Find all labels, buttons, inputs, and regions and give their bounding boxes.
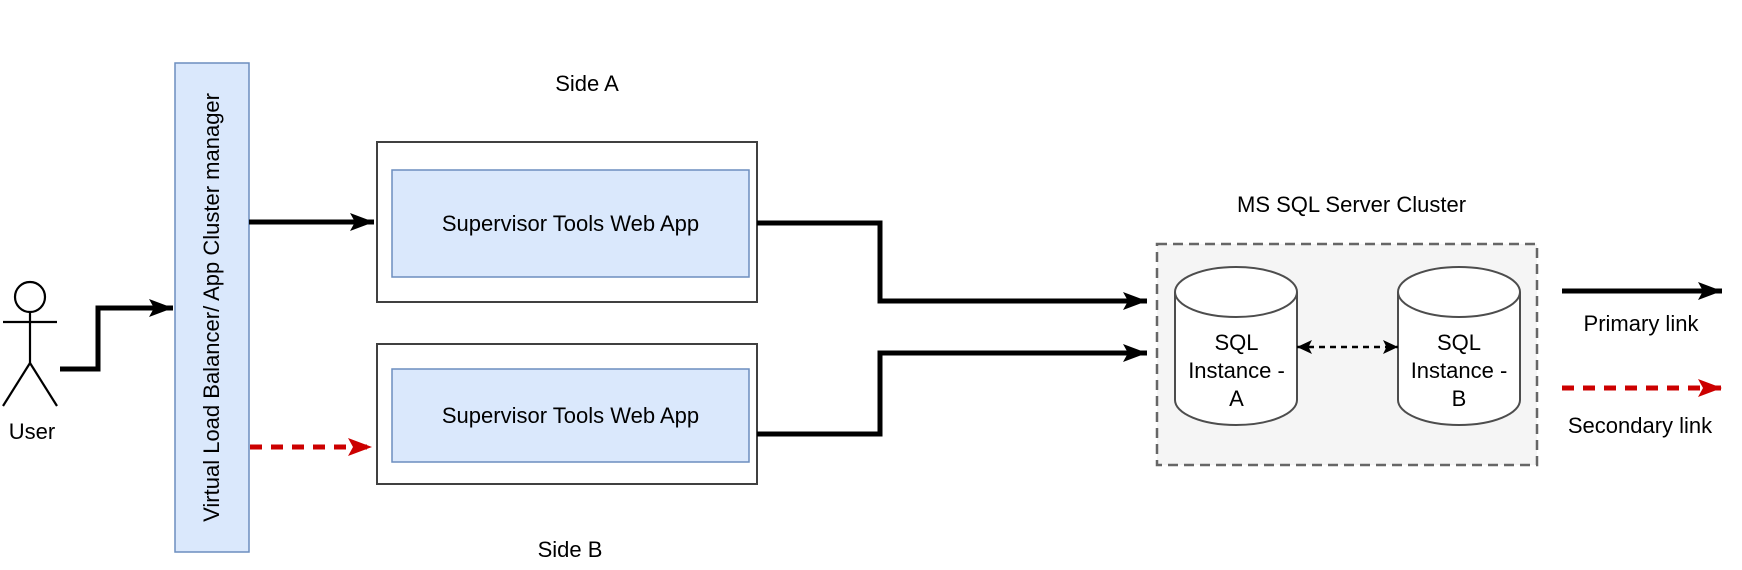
sql-instance-b-cylinder <box>1397 266 1521 426</box>
side-a-webapp-label: Supervisor Tools Web App <box>441 210 700 236</box>
sql-cluster-title: MS SQL Server Cluster <box>1237 192 1467 217</box>
side-b-caption: Side B <box>537 537 603 562</box>
load-balancer-label-container: Virtual Load Balancer/ App Cluster manag… <box>175 63 249 552</box>
sql-instance-a-cylinder <box>1174 266 1298 426</box>
user-to-loadbalancer-arrow <box>60 299 173 372</box>
legend-primary-label: Primary link <box>1583 311 1699 336</box>
side-b-webapp-box <box>391 368 750 463</box>
load-balancer-label: Virtual Load Balancer/ App Cluster manag… <box>199 93 224 522</box>
side-a-to-cluster-arrow <box>757 220 1147 310</box>
load-balancer-box <box>174 62 250 553</box>
sql-instance-b-label: SQL Instance - B <box>1410 330 1508 411</box>
side-a-webapp-box <box>391 169 750 278</box>
side-b-to-cluster-arrow <box>757 344 1147 437</box>
side-b-webapp-label: Supervisor Tools Web App <box>441 402 700 428</box>
sql-instance-a-label: SQL Instance - A <box>1188 330 1285 411</box>
user-label: User <box>8 419 56 444</box>
user-actor-icon <box>2 280 58 407</box>
legend-secondary-label: Secondary link <box>1567 413 1713 438</box>
side-a-caption: Side A <box>555 71 619 96</box>
